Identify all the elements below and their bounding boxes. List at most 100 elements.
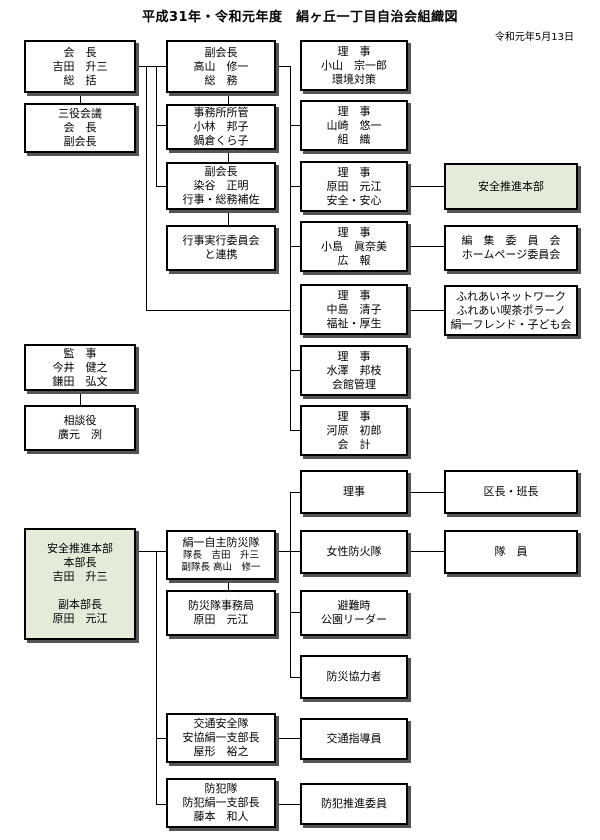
box-line: 理 事 (337, 165, 371, 179)
connector (408, 310, 444, 311)
box-line: 総 務 (204, 73, 238, 87)
box-gyoji-iinkai: 行事実行委員会 と連携 (166, 225, 276, 271)
connector (290, 125, 300, 126)
box-riji-4: 理 事 小島 眞奈美 広 報 (300, 221, 408, 272)
box-line: 福祉・厚生 (326, 316, 382, 330)
box-line: 本部長 (63, 556, 97, 569)
box-line: 防犯絹一支部長 (182, 796, 260, 809)
box-line: 安全推進本部 (47, 542, 113, 555)
box-henshu-iinkai: 編 集 委 員 会 ホームページ委員会 (444, 225, 578, 271)
box-line: 安全・安心 (326, 193, 382, 207)
box-line: ふれあいネットワーク (456, 289, 566, 303)
box-line: ホームページ委員会 (461, 248, 561, 261)
connector (290, 492, 300, 493)
box-line: 防災隊事務局 (188, 599, 254, 612)
box-line: 避難時 (337, 599, 371, 612)
box-line: 副会長 (204, 165, 238, 178)
box-line: 防犯隊 (204, 782, 238, 795)
box-line: 理 事 (337, 104, 371, 118)
box-line: 小島 眞奈美 (321, 239, 387, 253)
box-bohantai: 防犯隊 防犯絹一支部長 藤本 和人 (166, 778, 276, 828)
connector (408, 551, 444, 552)
connector (156, 804, 166, 805)
connector (276, 66, 290, 67)
connector (146, 310, 290, 311)
box-line: 副隊長 高山 修一 (181, 562, 261, 573)
box-line: 会館管理 (332, 377, 376, 391)
box-jimusho: 事務所所管 小林 邦子 鍋倉くら子 (166, 104, 276, 150)
box-line: 会 計 (337, 437, 371, 451)
box-line: 区長・班長 (483, 485, 539, 498)
box-line: 副会長 (63, 135, 97, 148)
box-line: 行事実行委員会 (182, 234, 260, 247)
connector (136, 551, 166, 552)
box-line: 理 事 (337, 349, 371, 363)
box-sodanyaku: 相談役 廣元 洌 (24, 405, 136, 451)
box-line: 副会長 (204, 45, 238, 59)
box-fukukaicho-2: 副会長 染谷 正明 行事・総務補佐 (166, 162, 276, 210)
box-hinanji-leader: 避難時 公園リーダー (300, 590, 408, 636)
connector (408, 492, 444, 493)
connector (228, 150, 229, 162)
box-josei-bokatai: 女性防火隊 (300, 530, 408, 574)
connector (276, 551, 290, 552)
box-line: 環境対策 (332, 72, 376, 86)
box-line: 小林 邦子 (193, 120, 249, 133)
connector (290, 677, 300, 678)
box-line: 今井 健之 (52, 360, 108, 374)
box-kucho-hancho: 区長・班長 (444, 470, 578, 514)
box-line: 編 集 委 員 会 (461, 234, 561, 247)
box-bohan-suishin-iin: 防犯推進委員 (300, 783, 408, 825)
connector (80, 93, 81, 103)
box-line: 小山 宗一郎 (321, 58, 387, 72)
box-fukukaicho-1: 副会長 高山 修一 総 務 (166, 40, 276, 93)
box-riji-1: 理 事 小山 宗一郎 環境対策 (300, 40, 408, 91)
box-riji-lower: 理事 (300, 470, 408, 514)
box-bosai-jimukyoku: 防災隊事務局 原田 元江 (166, 590, 276, 636)
box-line: 会 長 (63, 121, 97, 134)
box-line: 原田 元江 (52, 612, 108, 625)
box-line: 交通指導員 (326, 732, 382, 745)
box-line: 絹一フレンド・子ども会 (450, 317, 572, 331)
date-label: 令和元年5月13日 (494, 32, 574, 43)
connector (408, 246, 444, 247)
connector (290, 186, 300, 187)
box-line: 理 事 (337, 225, 371, 239)
connector (136, 66, 166, 67)
box-line: 交通安全隊 (193, 717, 249, 730)
connector (228, 580, 229, 590)
box-line: 絹一自主防災隊 (182, 536, 260, 549)
box-riji-3: 理 事 原田 元江 安全・安心 (300, 161, 408, 212)
box-bosaitai: 絹一自主防災隊 隊長 吉田 升三 副隊長 高山 修一 (166, 530, 276, 580)
box-line: 鍋倉くら子 (193, 134, 249, 147)
box-riji-6: 理 事 水澤 邦枝 会館管理 (300, 345, 408, 396)
box-line: 吉田 升三 (52, 59, 108, 73)
box-line: 原田 元江 (326, 179, 382, 193)
box-line: 事務所所管 (193, 106, 249, 119)
box-line: 染谷 正明 (193, 179, 249, 192)
box-riji-5: 理 事 中島 清子 福祉・厚生 (300, 284, 408, 335)
box-sanyaku-kaigi: 三役会議 会 長 副会長 (24, 103, 136, 153)
connector (408, 186, 444, 187)
box-line: 原田 元江 (193, 613, 249, 626)
connector (290, 430, 300, 431)
box-anzen-honbu-main: 安全推進本部 本部長 吉田 升三 副本部長 原田 元江 (24, 528, 136, 640)
connector (290, 492, 291, 677)
box-bosai-kyoryokusha: 防災協力者 (300, 655, 408, 699)
box-line: 鎌田 弘文 (52, 374, 108, 388)
box-line: 屋形 裕之 (193, 745, 249, 758)
box-kanji: 監 事 今井 健之 鎌田 弘文 (24, 344, 136, 391)
box-line: 理 事 (337, 44, 371, 58)
box-line: 中島 清子 (326, 302, 382, 316)
box-line: 隊 員 (494, 545, 528, 558)
box-line: 相談役 (63, 414, 97, 427)
connector (290, 246, 300, 247)
box-line: 隊長 吉田 升三 (182, 550, 259, 561)
box-line: 河原 初郎 (326, 423, 382, 437)
box-line: 吉田 升三 (52, 570, 108, 583)
box-line: 防犯推進委員 (321, 797, 387, 810)
connector (156, 186, 166, 187)
box-fureai: ふれあいネットワーク ふれあい喫茶ポラーノ 絹一フレンド・子ども会 (444, 285, 578, 336)
box-kotsu-anzentai: 交通安全隊 安協絹一支部長 屋形 裕之 (166, 713, 276, 763)
connector (156, 66, 157, 186)
